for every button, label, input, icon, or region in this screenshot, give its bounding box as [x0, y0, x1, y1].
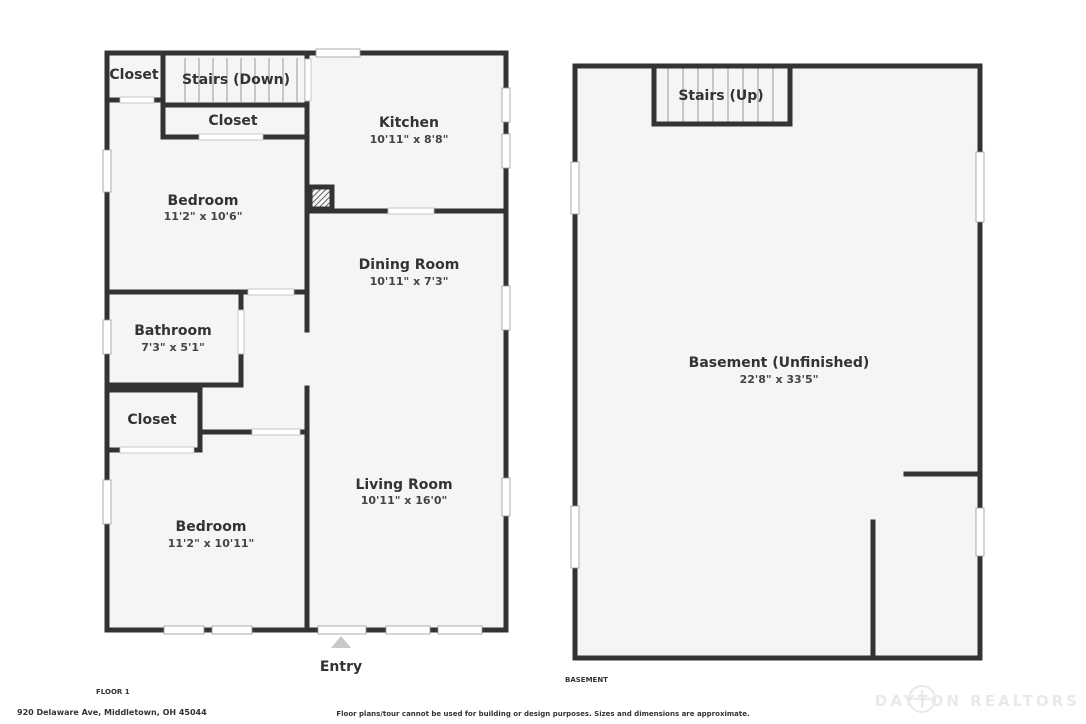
disclaimer-text: Floor plans/tour cannot be used for buil…	[336, 710, 749, 718]
floor1-doors	[119, 58, 435, 454]
floor1-label: FLOOR 1	[96, 688, 130, 696]
stairs-down-treads	[184, 58, 298, 102]
dayton-realtors-logo: DAYTON REALTORS	[875, 685, 1080, 713]
logo-text: DAYTON REALTORS	[875, 692, 1080, 710]
kitchen-dims: 10'11" x 8'8"	[370, 133, 449, 146]
dining-label: Dining Room	[359, 257, 460, 273]
logo-emblem-icon	[908, 685, 936, 713]
stairs-up-label: Stairs (Up)	[678, 88, 763, 104]
closet-lower-label: Closet	[127, 412, 177, 428]
bathroom-label: Bathroom	[134, 323, 212, 339]
floor1-plan: Closet Stairs (Down) Closet Kitchen 10'1…	[96, 48, 511, 696]
entry-label: Entry	[320, 659, 362, 675]
basement-label: BASEMENT	[565, 676, 608, 684]
stairs-down-label: Stairs (Down)	[182, 72, 290, 88]
address-text: 920 Delaware Ave, Middletown, OH 45044	[17, 708, 207, 717]
bedroom2-label: Bedroom	[176, 519, 247, 535]
bedroom1-label: Bedroom	[168, 193, 239, 209]
floor1-windows	[102, 48, 511, 635]
stairs-up-treads	[667, 68, 774, 122]
bedroom1-dims: 11'2" x 10'6"	[164, 210, 243, 223]
basement-main-dims: 22'8" x 33'5"	[740, 373, 819, 386]
closet-top-left-label: Closet	[109, 67, 159, 83]
basement-walls	[572, 63, 983, 661]
living-label: Living Room	[355, 477, 452, 493]
basement-floor	[575, 66, 980, 658]
basement-main-label: Basement (Unfinished)	[689, 355, 870, 371]
bedroom2-dims: 11'2" x 10'11"	[168, 537, 255, 550]
closet-mid-label: Closet	[208, 113, 258, 129]
dining-dims: 10'11" x 7'3"	[370, 275, 449, 288]
bathroom-dims: 7'3" x 5'1"	[141, 341, 205, 354]
basement-windows	[570, 151, 985, 569]
kitchen-label: Kitchen	[379, 115, 439, 131]
basement-plan: Stairs (Up) Basement (Unfinished) 22'8" …	[565, 63, 985, 684]
chimney-hatch	[312, 189, 330, 207]
living-dims: 10'11" x 16'0"	[361, 494, 448, 507]
entry-arrow	[331, 636, 351, 648]
